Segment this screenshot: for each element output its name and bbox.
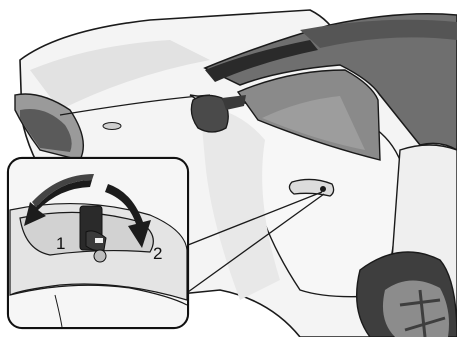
keyhole-icon xyxy=(320,186,326,192)
door-handle xyxy=(289,179,333,196)
callout-2: 2 xyxy=(153,244,162,263)
callout-1: 1 xyxy=(56,234,65,253)
